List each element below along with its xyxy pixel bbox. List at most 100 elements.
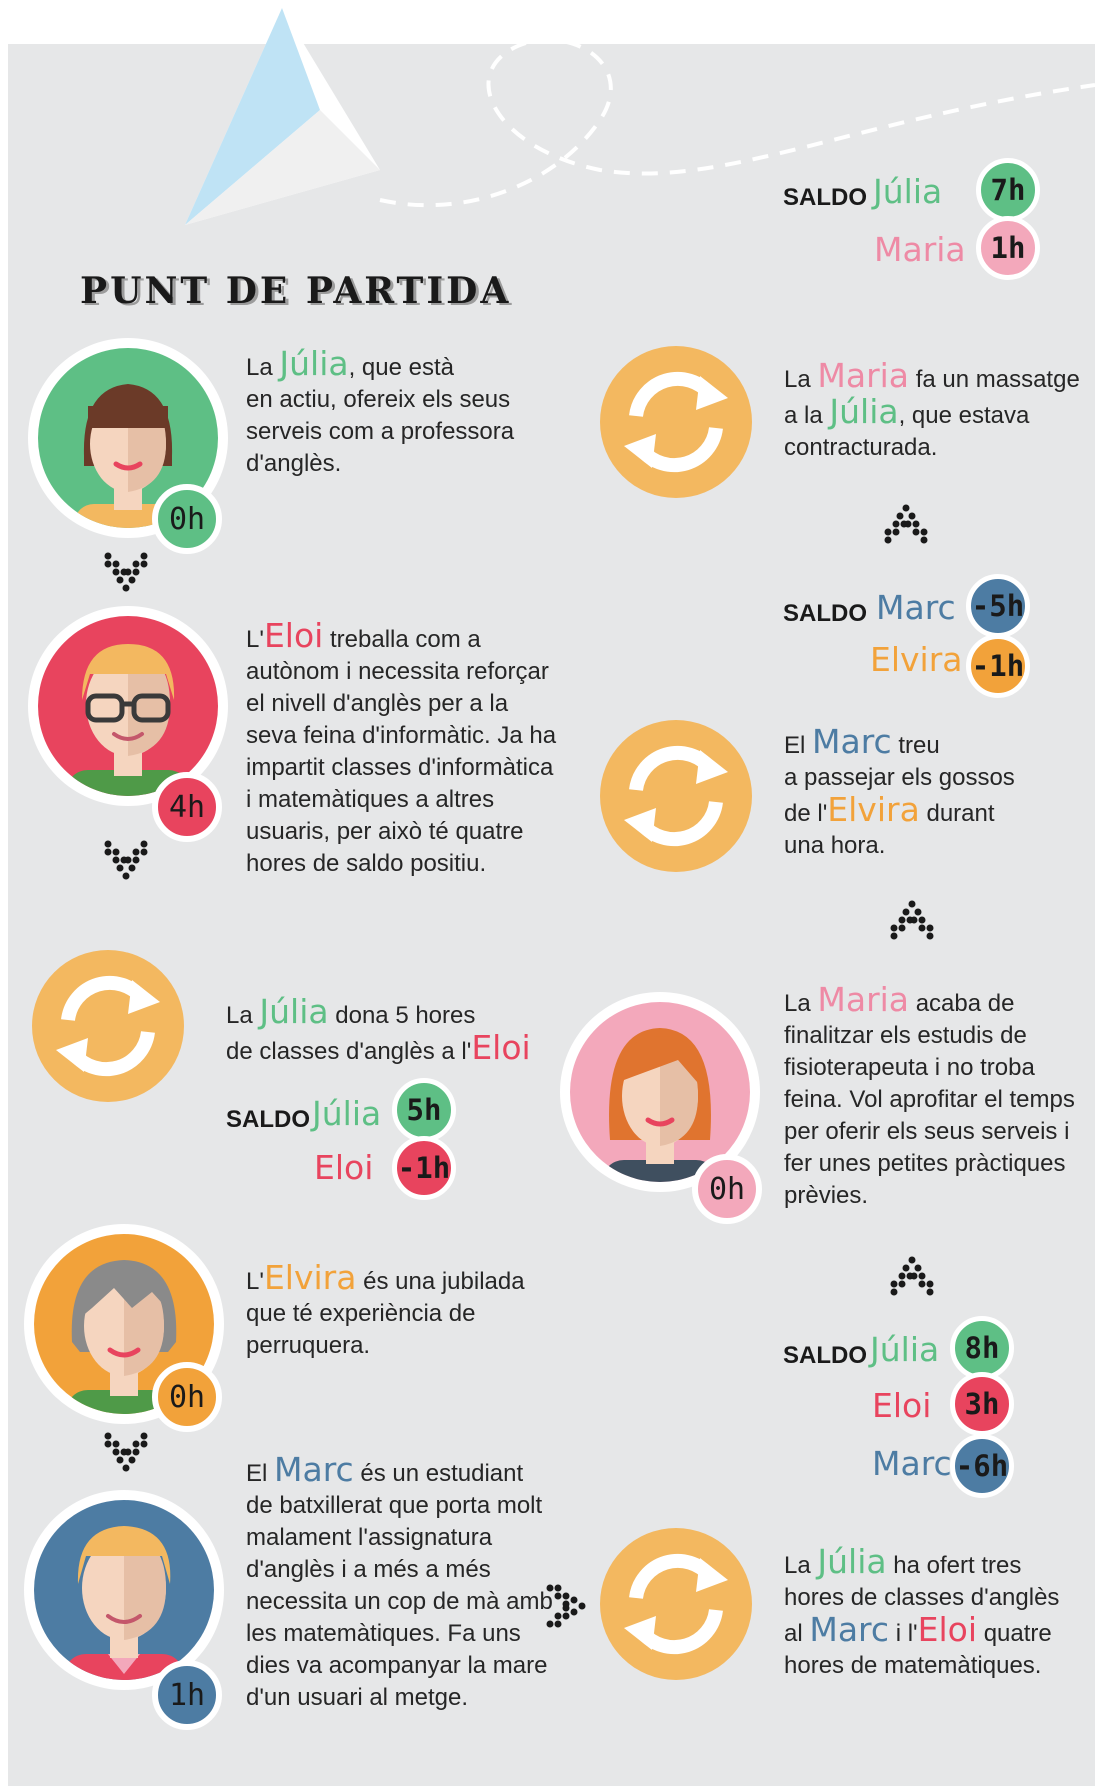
dogs-desc-elvira: Elvira <box>827 790 920 829</box>
arrow-up-icon-2 <box>890 900 934 940</box>
dogs-desc-line3-post: durant <box>919 800 995 827</box>
saldo3-eloi-badge: 3h <box>950 1372 1014 1436</box>
saldo-label-exchange: SALDO <box>226 1106 310 1133</box>
julia-description: La Júlia, que està en actiu, ofereix els… <box>246 347 546 480</box>
final-desc-pre: La <box>784 1552 818 1579</box>
dogs-exchange-icon <box>600 720 752 872</box>
julia-hours-badge: 0h <box>152 484 222 554</box>
marc-hours-badge: 1h <box>152 1660 222 1730</box>
saldo2-elvira-badge: -1h <box>966 634 1030 698</box>
dogs-desc-pre: El <box>784 732 813 759</box>
exchange-description: La Júlia dona 5 hores de classes d'anglè… <box>226 995 546 1068</box>
elvira-desc-pre: L' <box>246 1268 264 1295</box>
dashed-trail <box>379 37 1095 208</box>
saldo3-marc-badge: -6h <box>950 1434 1014 1498</box>
massage-desc-julia: Júlia <box>829 392 899 431</box>
saldo3-julia-badge: 8h <box>950 1316 1014 1380</box>
massage-description: La Maria fa un massatge a la Júlia, que … <box>784 359 1084 464</box>
final-desc-post: ha ofert tres <box>886 1552 1022 1579</box>
massage-desc-pre: La <box>784 366 818 393</box>
elvira-desc-post: és una jubilada <box>356 1268 525 1295</box>
saldo1-julia-badge: 7h <box>976 158 1040 222</box>
eloi-desc-post: treballa com a <box>323 626 481 653</box>
final-desc-line3-pre: al <box>784 1620 810 1647</box>
exchange-saldo-julia-name: Júlia <box>312 1094 382 1133</box>
exchange-saldo-julia-badge: 5h <box>392 1078 456 1142</box>
julia-desc-name: Júlia <box>279 344 349 383</box>
massage-desc-line2-pre: a la <box>784 402 830 429</box>
saldo3-eloi-name: Eloi <box>872 1386 932 1425</box>
arrow-up-icon <box>884 504 928 544</box>
exchange-desc-mid: dona 5 hores <box>328 1002 476 1029</box>
exchange-desc-line2: de classes d'anglès a l' <box>226 1038 472 1065</box>
saldo-label-3: SALDO <box>783 1342 867 1369</box>
saldo2-elvira-name: Elvira <box>870 640 963 679</box>
massage-desc-maria: Maria <box>817 356 910 395</box>
marc-desc-pre: El <box>246 1460 275 1487</box>
eloi-desc-name: Eloi <box>263 616 324 655</box>
massage-desc-line3: contracturada. <box>784 434 938 461</box>
final-desc-line4: hores de matemàtiques. <box>784 1652 1042 1679</box>
arrow-up-icon-3 <box>890 1256 934 1296</box>
final-desc-line3-post: quatre <box>977 1620 1052 1647</box>
saldo2-marc-name: Marc <box>876 588 956 627</box>
final-description: La Júlia ha ofert tres hores de classes … <box>784 1545 1084 1682</box>
marc-desc-post: és un estudiant <box>353 1460 524 1487</box>
julia-desc-rest: en actiu, ofereix els seus serveis com a… <box>246 386 515 477</box>
exchange-saldo-eloi-badge: -1h <box>392 1136 456 1200</box>
saldo1-julia-name: Júlia <box>873 172 943 211</box>
final-desc-marc: Marc <box>809 1610 890 1649</box>
final-desc-julia: Júlia <box>817 1542 887 1581</box>
marc-avatar <box>24 1490 224 1690</box>
exchange-desc-julia: Júlia <box>259 992 329 1031</box>
elvira-hours-badge: 0h <box>152 1362 222 1432</box>
dogs-desc-line3-pre: de l' <box>784 800 828 827</box>
elvira-desc-name: Elvira <box>263 1258 357 1297</box>
elvira-description: L'Elvira és una jubilada que té experièn… <box>246 1261 556 1362</box>
arrow-down-icon-2 <box>104 840 148 880</box>
maria-desc-rest: finalitzar els estudis de fisioterapeuta… <box>784 1022 1075 1209</box>
elvira-desc-rest: que té experiència de perruquera. <box>246 1300 476 1359</box>
arrow-down-icon <box>104 552 148 592</box>
final-desc-eloi: Eloi <box>917 1610 978 1649</box>
eloi-desc-pre: L' <box>246 626 264 653</box>
eloi-hours-badge: 4h <box>152 772 222 842</box>
page-title: PUNT DE PARTIDA <box>80 270 512 312</box>
julia-desc-pre: La <box>246 354 280 381</box>
exchange-saldo-eloi-name: Eloi <box>314 1148 374 1187</box>
massage-desc-line2-post: , que estava <box>898 402 1030 429</box>
dogs-desc-marc: Marc <box>812 722 892 761</box>
exchange-icon <box>32 950 184 1102</box>
exchange-desc-pre: La <box>226 1002 260 1029</box>
saldo-label-1: SALDO <box>783 184 867 211</box>
final-exchange-icon <box>600 1528 752 1680</box>
saldo2-marc-badge: -5h <box>966 574 1030 638</box>
maria-desc-post: acaba de <box>909 990 1015 1017</box>
marc-description: El Marc és un estudiant de batxillerat q… <box>246 1453 556 1714</box>
maria-hours-badge: 0h <box>692 1154 762 1224</box>
marc-desc-name: Marc <box>274 1450 354 1489</box>
massage-exchange-icon <box>600 346 752 498</box>
maria-desc-pre: La <box>784 990 818 1017</box>
arrow-right-icon <box>546 1584 586 1628</box>
saldo-label-2: SALDO <box>783 600 867 627</box>
paper-plane-decoration <box>185 8 1095 225</box>
maria-description: La Maria acaba de finalitzar els estudis… <box>784 983 1084 1212</box>
dogs-desc-line2: a passejar els gossos <box>784 764 1015 791</box>
final-desc-line2: hores de classes d'anglès <box>784 1584 1060 1611</box>
saldo3-marc-name: Marc <box>872 1444 952 1483</box>
massage-desc-mid: fa un massatge <box>909 366 1080 393</box>
saldo1-maria-badge: 1h <box>976 216 1040 280</box>
julia-desc-post: , que està <box>348 354 455 381</box>
arrow-down-icon-3 <box>104 1432 148 1472</box>
maria-desc-name: Maria <box>817 980 910 1019</box>
final-desc-line3-mid: i l' <box>889 1620 918 1647</box>
saldo1-maria-name: Maria <box>874 230 966 269</box>
exchange-desc-eloi: Eloi <box>471 1028 531 1067</box>
marc-desc-rest: de batxillerat que porta molt malament l… <box>246 1492 553 1711</box>
eloi-desc-rest: autònom i necessita reforçar el nivell d… <box>246 658 557 877</box>
eloi-avatar <box>28 606 228 806</box>
saldo3-julia-name: Júlia <box>870 1330 940 1369</box>
background-panel <box>8 44 1095 1786</box>
dogs-desc-line4: una hora. <box>784 832 886 859</box>
